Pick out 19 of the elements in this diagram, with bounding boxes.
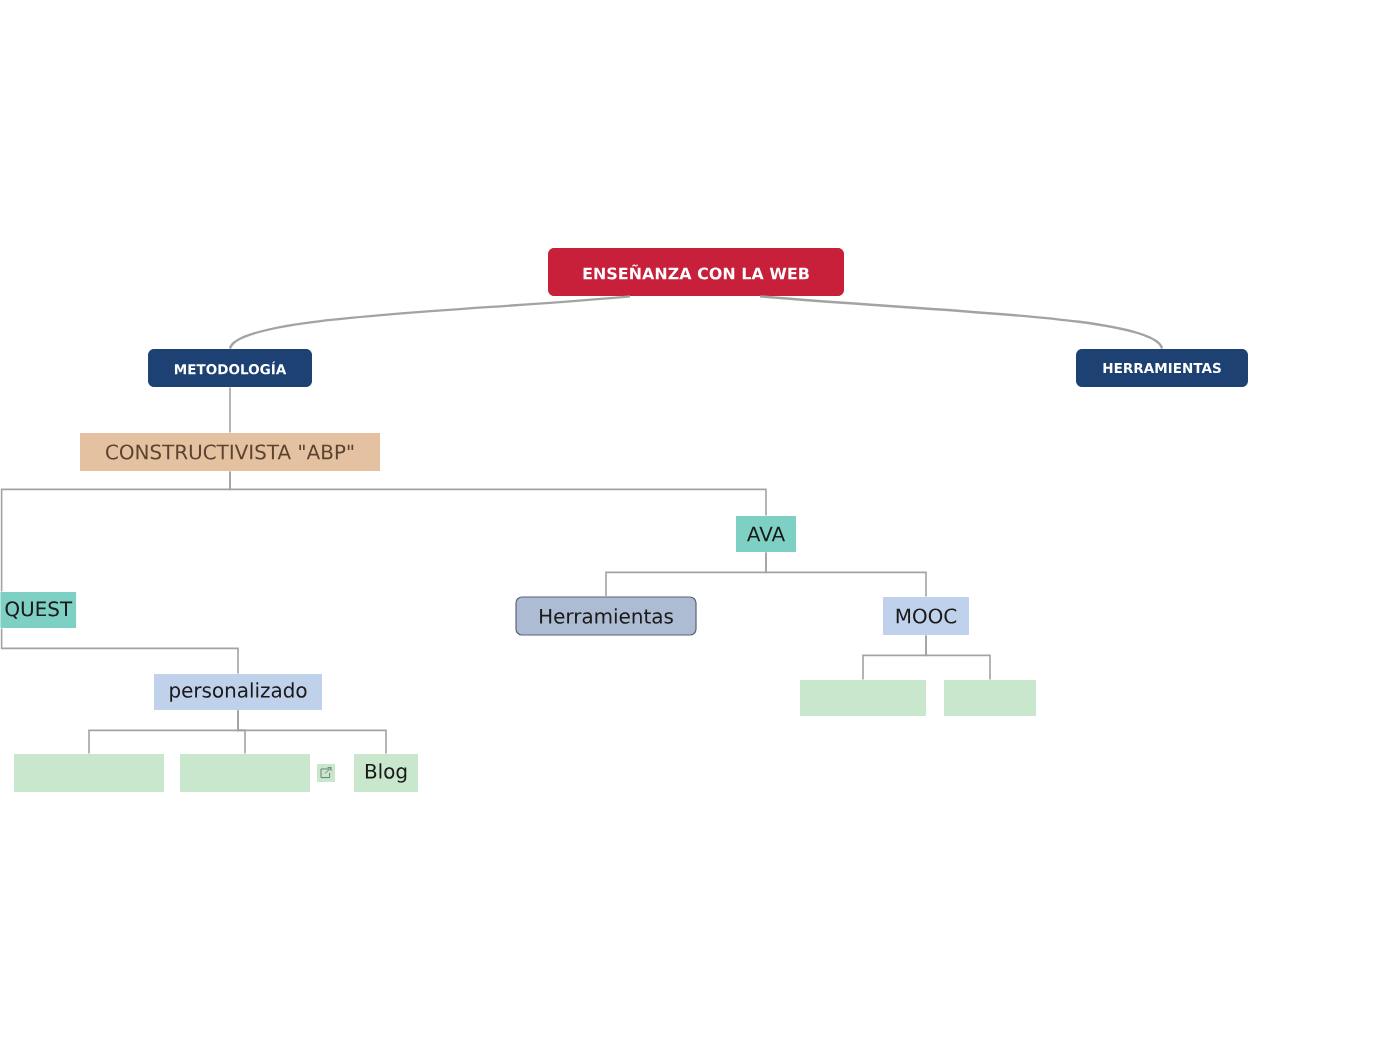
connector-line <box>229 470 767 517</box>
subtopic-box: MOOC <box>883 597 969 635</box>
connector-line <box>229 295 631 350</box>
subtopic-box: AVA <box>736 516 796 552</box>
leaf-box <box>944 680 1036 716</box>
connector-line <box>765 551 927 598</box>
connector-line <box>237 709 387 755</box>
subtopic-box: Herramientas <box>515 596 697 636</box>
leaf-box <box>800 680 926 716</box>
connector-line <box>925 634 991 681</box>
subtopic-box: CONSTRUCTIVISTA "ABP" <box>80 433 380 471</box>
connector-line <box>759 295 1163 350</box>
subtopic-box: QUEST <box>0 592 77 628</box>
leaf-box: Blog <box>354 754 418 792</box>
connector-line <box>0 627 239 675</box>
connector-line <box>229 386 231 434</box>
subtopic-box: personalizado <box>154 674 322 710</box>
leaf-box <box>180 754 310 792</box>
leaf-box <box>14 754 164 792</box>
